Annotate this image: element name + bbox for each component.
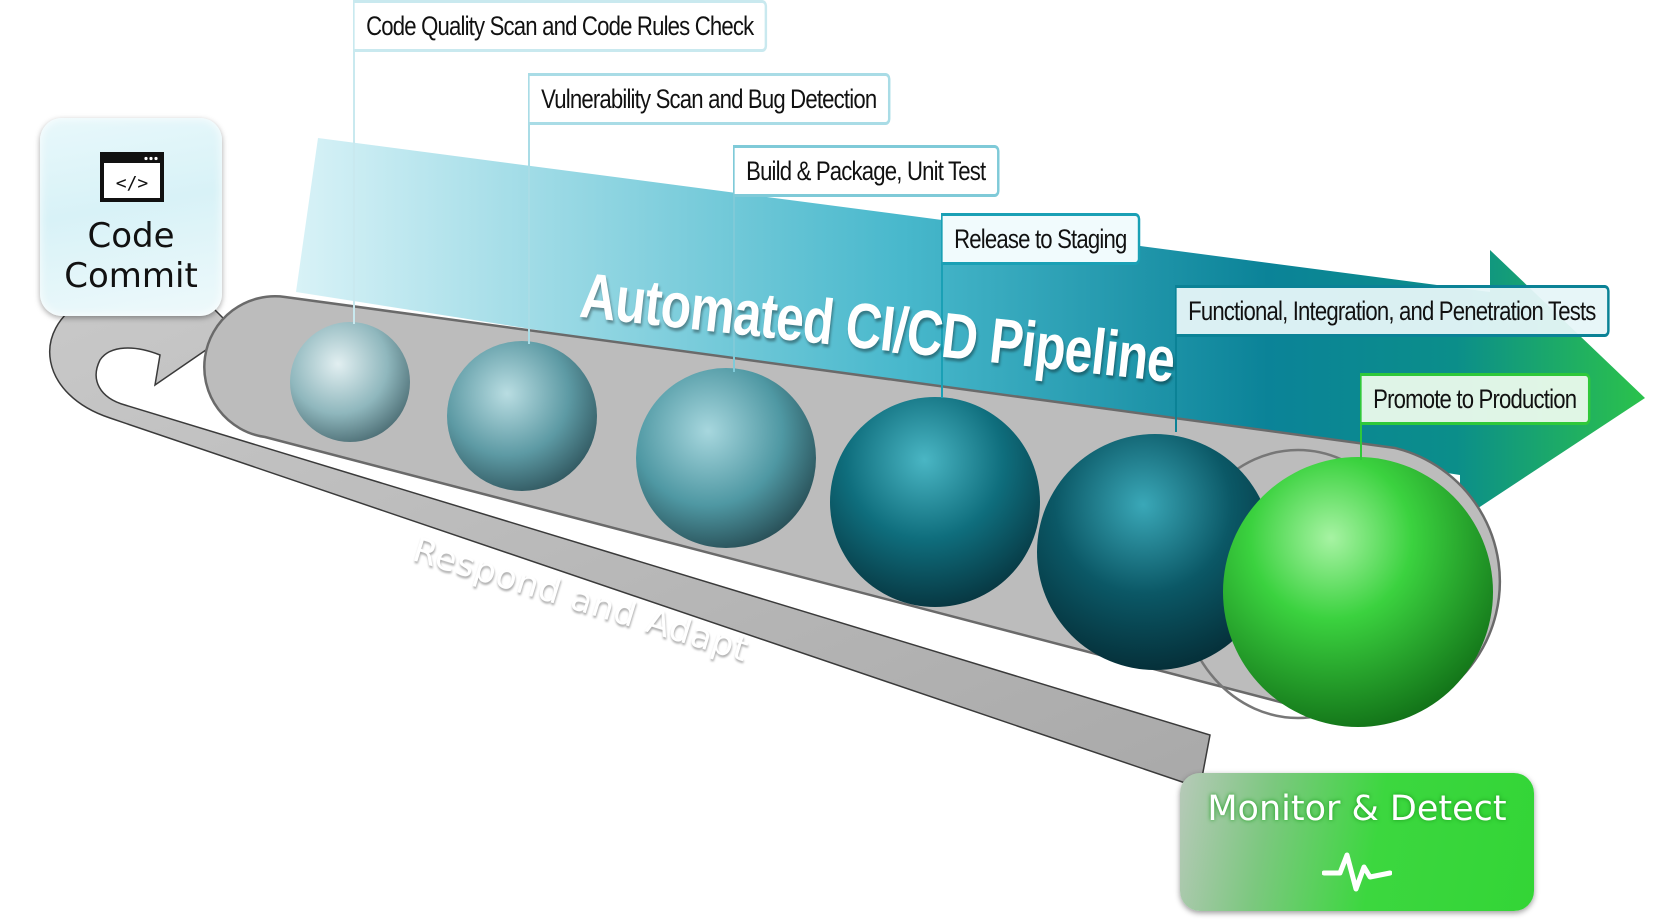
monitor-detect-node: Monitor & Detect bbox=[1180, 773, 1534, 911]
svg-text:</>: </> bbox=[116, 173, 149, 194]
leader-line bbox=[941, 258, 943, 398]
leader-line bbox=[1360, 420, 1362, 460]
leader-line bbox=[733, 190, 735, 372]
stage-label-vulnerability-scan: Vulnerability Scan and Bug Detection bbox=[528, 73, 891, 125]
stage-sphere bbox=[636, 368, 816, 548]
code-commit-node: </> Code Commit bbox=[40, 118, 222, 316]
stage-label-code-quality: Code Quality Scan and Code Rules Check bbox=[353, 0, 768, 52]
code-commit-label: Code Commit bbox=[64, 216, 198, 296]
pipeline-banner-arrow bbox=[296, 138, 1645, 520]
stage-label-promote-production: Promote to Production bbox=[1360, 373, 1591, 425]
stage-sphere bbox=[1223, 457, 1493, 727]
leader-line bbox=[528, 118, 530, 344]
stage-sphere bbox=[1037, 434, 1273, 670]
stage-label-build-package: Build & Package, Unit Test bbox=[733, 145, 1000, 197]
leader-line bbox=[1175, 336, 1177, 432]
stage-sphere bbox=[447, 341, 597, 491]
monitor-detect-label: Monitor & Detect bbox=[1207, 789, 1507, 829]
stage-label-release-staging: Release to Staging bbox=[941, 213, 1141, 265]
stage-sphere bbox=[830, 397, 1040, 607]
leader-line bbox=[353, 44, 355, 324]
stage-label-functional-tests: Functional, Integration, and Penetration… bbox=[1175, 285, 1610, 337]
stage-sphere bbox=[290, 322, 410, 442]
code-window-icon: </> bbox=[100, 152, 164, 202]
heartbeat-icon bbox=[1322, 852, 1392, 892]
